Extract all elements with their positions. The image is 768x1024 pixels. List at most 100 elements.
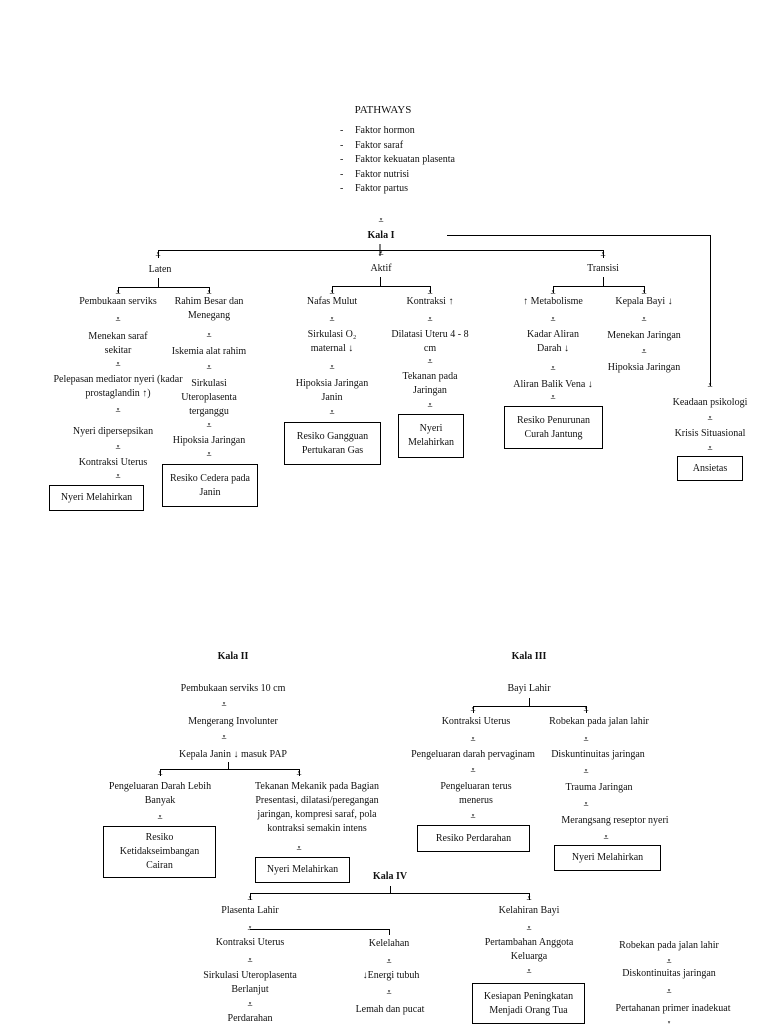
arrow-down-icon: ⩡	[378, 249, 384, 259]
kala3-step: Bayi Lahir	[507, 683, 551, 694]
kala3-step: Kontraksi Uterus	[441, 716, 511, 727]
kala4-step: Kelelahan	[368, 938, 410, 949]
arrow-down-icon: ⩡	[550, 393, 556, 403]
diagnosis-box: Resiko Ketidakseimbangan Cairan	[103, 826, 216, 878]
laten-step: Pelepasan mediator nyeri (kadar prostagl…	[53, 374, 183, 399]
diagnosis-box: Nyeri Melahirkan	[554, 845, 661, 871]
arrow-down-icon: ⩡	[157, 769, 163, 779]
arrow-down-icon: ⩡	[427, 401, 433, 411]
laten-step: Menekan saraf sekitar	[88, 331, 148, 356]
kala3-step: Trauma Jaringan	[565, 782, 633, 793]
transisi-step: Menekan Jaringan	[607, 330, 681, 341]
arrow-down-icon: ⩡	[583, 767, 589, 777]
aktif-step: Hipoksia Jaringan Janin	[295, 378, 369, 403]
arrow-down-icon: ⩡	[641, 315, 647, 325]
arrow-down-icon: ⩡	[707, 381, 713, 391]
arrow-down-icon: ⩡	[386, 957, 392, 967]
transisi-label: Transisi	[587, 263, 619, 274]
arrow-down-icon: ⩡	[526, 924, 532, 934]
laten-step: Hipoksia Jaringan	[172, 435, 246, 446]
arrow-down-icon: ⩡	[206, 450, 212, 460]
arrow-down-icon: ⩡	[247, 956, 253, 966]
aktif-step: Tekanan pada Jaringan	[402, 371, 458, 396]
diagnosis-box: Resiko Gangguan Pertukaran Gas	[284, 422, 381, 465]
factor-item: -Faktor kekuatan plasenta	[340, 154, 455, 165]
arrow-down-icon: ⩡	[115, 472, 121, 482]
arrow-down-icon: ⩡	[296, 769, 302, 779]
kala4-step: Diskontinuitas jaringan	[622, 968, 716, 979]
arrow-down-icon: ⩡	[470, 705, 476, 715]
arrow-down-icon: ⩡	[157, 813, 163, 823]
arrow-down-icon: ⩡	[206, 363, 212, 373]
arrow-down-icon: ⩡	[221, 733, 227, 743]
kala4-step: Robekan pada jalan lahir	[619, 940, 719, 951]
laten-step: Rahim Besar dan Menegang	[174, 296, 244, 321]
arrow-down-icon: ⩡	[206, 331, 212, 341]
arrow-down-icon: ⩡	[583, 735, 589, 745]
arrow-down-icon: ⩡	[247, 1000, 253, 1010]
arrow-down-icon: ⩡	[603, 833, 609, 843]
laten-step: Nyeri dipersepsikan	[72, 426, 154, 437]
transisi-step: Kadar Aliran Darah ↓	[527, 329, 579, 354]
arrow-down-icon: ⩡	[470, 812, 476, 822]
psiko-step: Keadaan psikologi	[672, 397, 748, 408]
pathways-title: PATHWAYS	[354, 104, 412, 116]
laten-step: Sirkulasi Uteroplasenta terganggu	[181, 378, 237, 417]
kala4-step: Pertambahan Anggota Keluarga	[484, 937, 574, 962]
arrow-down-icon: ⩡	[206, 421, 212, 431]
arrow-down-icon: ⩡	[470, 735, 476, 745]
arrow-down-icon: ⩡	[329, 408, 335, 418]
arrow-down-icon: ⩡	[427, 288, 433, 298]
kala3-step: Pengeluaran darah pervaginam	[411, 749, 535, 760]
factor-item: -Faktor partus	[340, 183, 409, 194]
diagnosis-box: Resiko Cedera pada Janin	[162, 464, 258, 507]
psiko-step: Krisis Situasional	[674, 428, 746, 439]
aktif-step: Sirkulasi O₂ maternal ↓	[307, 329, 357, 354]
diagnosis-box: Nyeri Melahirkan	[255, 857, 350, 883]
aktif-label: Aktif	[370, 263, 392, 274]
arrow-down-icon: ⩡	[296, 844, 302, 854]
diagnosis-box: Resiko Perdarahan	[417, 825, 530, 852]
arrow-down-icon: ⩡	[641, 288, 647, 298]
laten-step: Iskemia alat rahim	[171, 346, 247, 357]
kala2-step: Mengerang Involunter	[188, 716, 278, 727]
arrow-down-icon: ⩡	[707, 414, 713, 424]
kala2-step: Kepala Janin ↓ masuk PAP	[179, 749, 287, 760]
aktif-step: Dilatasi Uteru 4 - 8 cm	[391, 329, 469, 354]
diagnosis-box: Resiko Penurunan Curah Jantung	[504, 406, 603, 449]
laten-label: Laten	[148, 264, 172, 275]
arrow-down-icon: ⩡	[386, 988, 392, 998]
kala2-label: Kala II	[217, 651, 249, 662]
arrow-down-icon: ⩡	[115, 288, 121, 298]
kala3-label: Kala III	[511, 651, 547, 662]
arrow-down-icon: ⩡	[155, 250, 161, 260]
arrow-down-icon: ⩡	[550, 288, 556, 298]
arrow-down-icon: ⩡	[378, 216, 384, 226]
arrow-down-icon: ⩡	[550, 364, 556, 374]
arrow-down-icon: ⩡	[115, 443, 121, 453]
laten-step: Pembukaan serviks	[79, 296, 157, 307]
kala4-step: Sirkulasi Uteroplasenta Berlanjut	[203, 970, 297, 995]
arrow-down-icon: ⩡	[550, 315, 556, 325]
arrow-down-icon: ⩡	[666, 957, 672, 967]
kala4-step: Kontraksi Uterus	[215, 937, 285, 948]
factor-list: -Faktor hormon -Faktor saraf -Faktor kek…	[340, 124, 460, 197]
arrow-down-icon: ⩡	[583, 800, 589, 810]
laten-step: Kontraksi Uterus	[78, 457, 148, 468]
kala1-label: Kala I	[367, 230, 395, 241]
transisi-step: ↑ Metabolisme	[523, 296, 583, 307]
kala4-step: Perdarahan	[227, 1013, 273, 1024]
arrow-down-icon: ⩡	[329, 288, 335, 298]
arrow-down-icon: ⩡	[666, 987, 672, 997]
arrow-down-icon: ⩡	[115, 315, 121, 325]
transisi-step: Kepala Bayi ↓	[615, 296, 673, 307]
arrow-down-icon: ⩡	[641, 347, 647, 357]
kala4-step: Pertahanan primer inadekuat	[615, 1003, 731, 1014]
arrow-down-icon: ⩡	[666, 1019, 672, 1024]
arrow-down-icon: ⩡	[115, 406, 121, 416]
arrow-down-icon: ⩡	[583, 705, 589, 715]
diagnosis-box: Ansietas	[677, 456, 743, 481]
kala4-step: ↓Energi tubuh	[362, 970, 420, 981]
arrow-down-icon: ⩡	[470, 766, 476, 776]
